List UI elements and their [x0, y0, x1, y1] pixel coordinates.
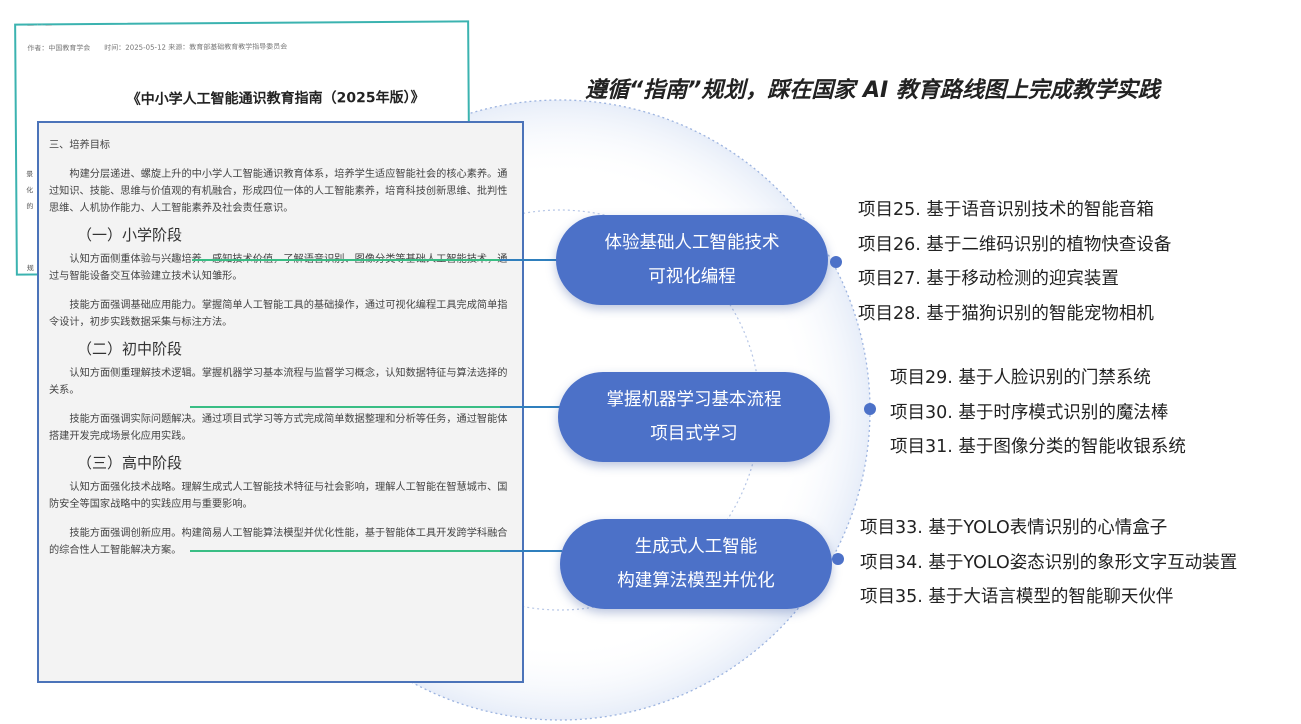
document-topline: — · · — — [27, 21, 53, 30]
connector-line-primary — [192, 259, 500, 261]
document-meta: 作者：中国教育学会 时间：2025-05-12 来源：教育部基础教育教学指导委员… — [27, 42, 288, 53]
edge-text: 规 — [26, 264, 34, 273]
pill-line: 项目式学习 — [650, 424, 738, 444]
section-heading: 三、培养目标 — [49, 140, 111, 151]
project-item: 项目28. 基于猫狗识别的智能宠物相机 — [858, 303, 1154, 324]
project-item: 项目33. 基于YOLO表情识别的心情盒子 — [860, 518, 1168, 538]
stage-title-primary: （一）小学阶段 — [77, 226, 183, 244]
edge-text: 景 — [26, 170, 34, 179]
arc-dot — [830, 256, 842, 268]
project-item: 项目35. 基于大语言模型的智能聊天伙伴 — [860, 587, 1174, 607]
edge-text: 的 — [26, 202, 34, 211]
project-item: 项目26. 基于二维码识别的植物快查设备 — [858, 234, 1172, 255]
edge-text: 化 — [26, 186, 34, 195]
project-item: 项目31. 基于图像分类的智能收银系统 — [890, 437, 1186, 457]
page-headline: 遵循“指南”规划，踩在国家 AI 教育路线图上完成教学实践 — [585, 78, 1160, 103]
project-item: 项目34. 基于YOLO姿态识别的象形文字互动装置 — [860, 552, 1238, 573]
connector-line-senior-end — [500, 550, 562, 552]
intro-paragraph: 构建分层递进、螺旋上升的中小学人工智能通识教育体系，培养学生适应智能社会的核心素… — [49, 169, 508, 214]
stage-paragraph: 认知方面强化技术战略。理解生成式人工智能技术特征与社会影响，理解人工智能在智慧城… — [49, 482, 508, 510]
stage-paragraph: 技能方面强调创新应用。构建简易人工智能算法模型并优化性能，基于智能体工具开发跨学… — [49, 528, 508, 556]
guideline-document-front: 三、培养目标 构建分层递进、螺旋上升的中小学人工智能通识教育体系，培养学生适应智… — [37, 121, 524, 683]
pill-line: 掌握机器学习基本流程 — [606, 390, 782, 410]
connector-line-junior — [190, 406, 500, 408]
stage-title-junior: （二）初中阶段 — [77, 340, 183, 358]
pill-line: 可视化编程 — [648, 267, 736, 287]
stage-pill-senior: 生成式人工智能 构建算法模型并优化 — [560, 519, 832, 609]
connector-line-primary-end — [500, 259, 562, 261]
stage-paragraph: 认知方面侧重体验与兴趣培养。感知技术价值，了解语音识别、图像分类等基础人工智能技… — [49, 254, 507, 282]
stage-paragraph: 技能方面强调实际问题解决。通过项目式学习等方式完成简单数据整理和分析等任务，通过… — [49, 414, 508, 442]
arc-dot — [832, 553, 844, 565]
document-title: 《中小学人工智能通识教育指南（2025年版）》 — [126, 89, 425, 108]
arc-dot — [864, 403, 876, 415]
project-item: 项目25. 基于语音识别技术的智能音箱 — [858, 200, 1154, 220]
pill-line: 生成式人工智能 — [634, 537, 758, 557]
stage-pill-junior: 掌握机器学习基本流程 项目式学习 — [558, 372, 830, 462]
project-list-group-2: 项目29. 基于人脸识别的门禁系统 项目30. 基于时序模式识别的魔法棒 项目3… — [890, 361, 1186, 465]
connector-line-junior-end — [500, 406, 562, 408]
stage-title-senior: （三）高中阶段 — [77, 454, 183, 472]
connector-line-senior — [190, 550, 500, 552]
project-list-group-1: 项目25. 基于语音识别技术的智能音箱 项目26. 基于二维码识别的植物快查设备… — [858, 193, 1171, 331]
project-item: 项目30. 基于时序模式识别的魔法棒 — [890, 402, 1169, 423]
stage-pill-primary: 体验基础人工智能技术 可视化编程 — [556, 215, 828, 305]
stage-paragraph: 技能方面强调基础应用能力。掌握简单人工智能工具的基础操作，通过可视化编程工具完成… — [49, 300, 508, 328]
pill-line: 构建算法模型并优化 — [617, 571, 775, 591]
project-item: 项目27. 基于移动检测的迎宾装置 — [858, 269, 1119, 289]
project-item: 项目29. 基于人脸识别的门禁系统 — [890, 368, 1151, 388]
pill-line: 体验基础人工智能技术 — [604, 233, 780, 253]
project-list-group-3: 项目33. 基于YOLO表情识别的心情盒子 项目34. 基于YOLO姿态识别的象… — [860, 511, 1237, 615]
stage-paragraph: 认知方面侧重理解技术逻辑。掌握机器学习基本流程与监督学习概念，认知数据特征与算法… — [49, 368, 508, 396]
